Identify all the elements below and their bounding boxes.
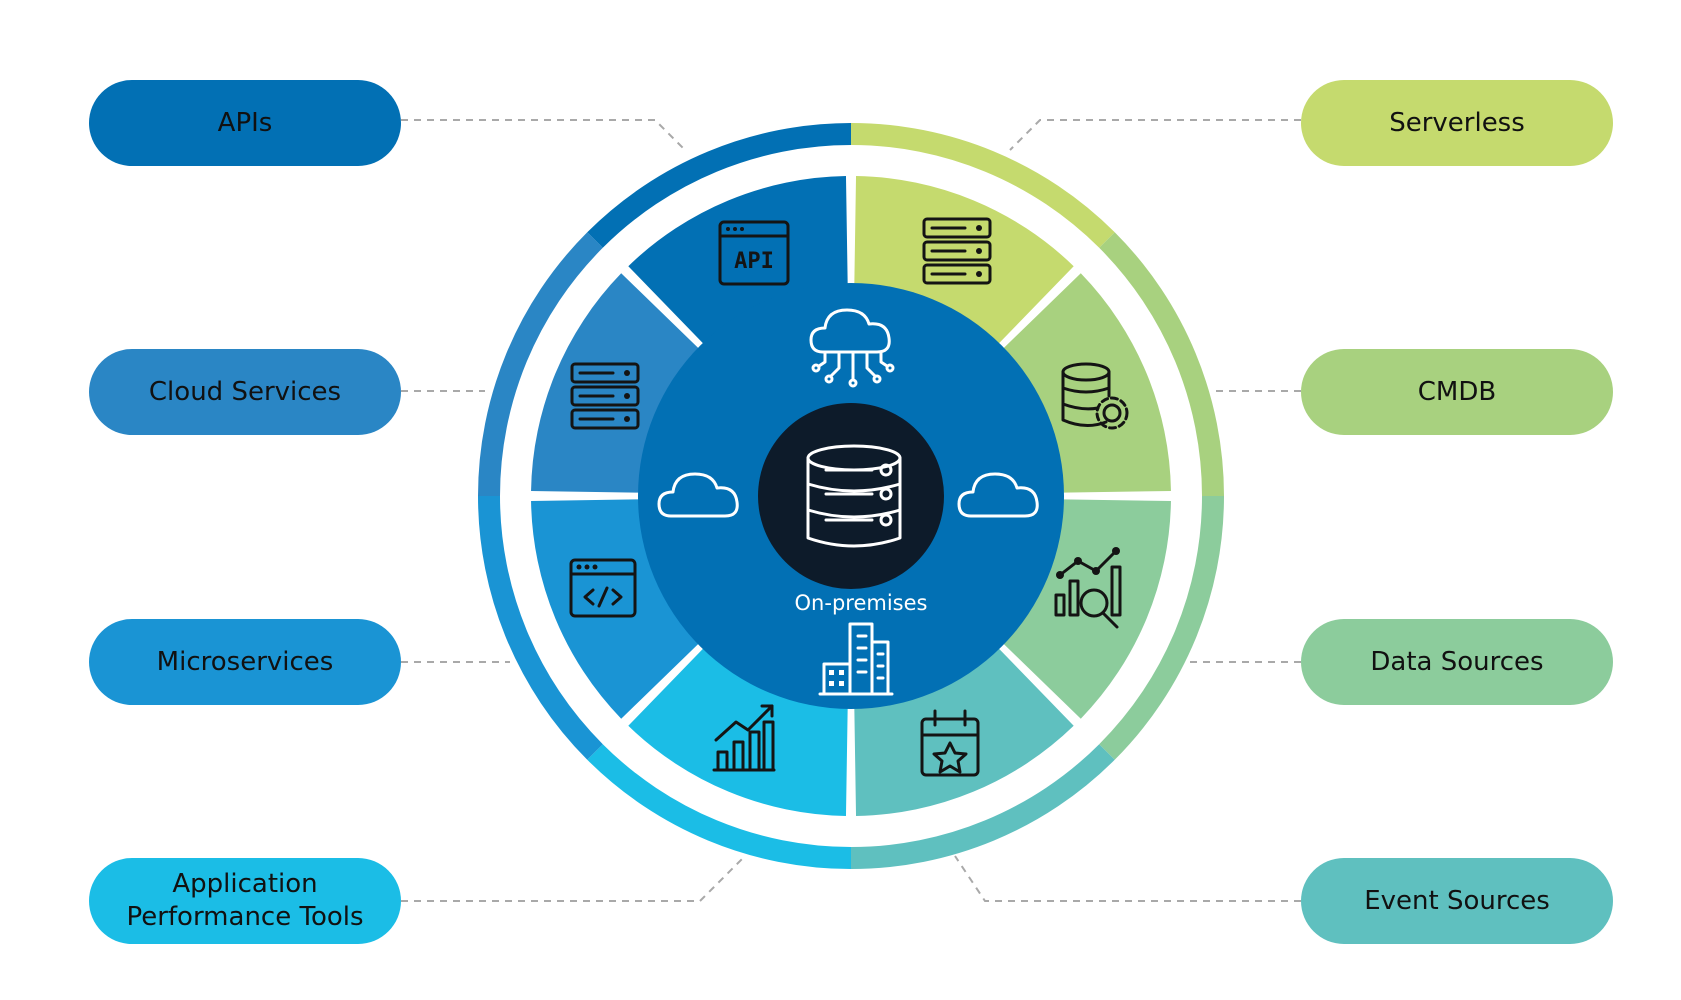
- pill-cmdb-label: CMDB: [1417, 376, 1497, 407]
- connectors: [401, 119, 1301, 902]
- pill-application-performance-tools-label: Application Performance Tools: [126, 869, 364, 932]
- api-icon: API: [718, 220, 790, 286]
- pill-cloud-services-label: Cloud Services: [148, 376, 342, 407]
- outer-arc-cmdb: [1099, 232, 1224, 496]
- connector-apis: [401, 119, 686, 151]
- server-rack-icon: [570, 362, 640, 430]
- calendar-star-icon: [920, 709, 980, 777]
- growth-chart-icon: [712, 704, 776, 772]
- outer-arc-data-sources: [1099, 496, 1224, 760]
- cloud-icon: [657, 472, 739, 518]
- outer-arc-microservices: [478, 496, 603, 760]
- pill-event-sources[interactable]: Event Sources: [1301, 858, 1613, 944]
- outer-arc-application-performance-tools: [587, 744, 851, 870]
- cloud-icon: [957, 472, 1039, 518]
- segment-cmdb: [1003, 273, 1171, 493]
- segment-microservices: [531, 499, 699, 719]
- connector-application-performance-tools: [401, 855, 746, 902]
- outer-arc-apis: [587, 122, 851, 248]
- center-label: On-premises: [795, 591, 928, 615]
- connector-serverless: [1009, 119, 1301, 151]
- pill-cloud-services[interactable]: Cloud Services: [89, 349, 401, 435]
- server-stack-icon: [922, 217, 992, 285]
- segment-apis: [628, 176, 848, 344]
- outer-arc-event-sources: [851, 744, 1115, 870]
- database-gear-icon: [1061, 362, 1129, 430]
- analytics-search-icon: [1054, 547, 1122, 629]
- pill-event-sources-label: Event Sources: [1364, 885, 1550, 916]
- pill-data-sources-label: Data Sources: [1370, 646, 1544, 677]
- api-icon-text: API: [734, 249, 774, 274]
- code-window-icon: [569, 558, 637, 618]
- pill-apis[interactable]: APIs: [89, 80, 401, 166]
- outer-ring: [478, 122, 1224, 870]
- pill-microservices-label: Microservices: [156, 646, 334, 677]
- pill-cmdb[interactable]: CMDB: [1301, 349, 1613, 435]
- pill-apis-label: APIs: [217, 107, 273, 138]
- pill-application-performance-tools[interactable]: Application Performance Tools: [89, 858, 401, 944]
- segment-event-sources: [854, 648, 1074, 816]
- buildings-icon: [818, 622, 894, 696]
- connector-event-sources: [954, 855, 1301, 902]
- outer-arc-cloud-services: [478, 232, 603, 496]
- segment-application-performance-tools: [628, 648, 848, 816]
- pill-serverless[interactable]: Serverless: [1301, 80, 1613, 166]
- cloud-network-icon: [809, 308, 895, 388]
- pill-serverless-label: Serverless: [1389, 107, 1525, 138]
- segment-data-sources: [1003, 499, 1171, 719]
- core-circle: [758, 403, 944, 589]
- pill-data-sources[interactable]: Data Sources: [1301, 619, 1613, 705]
- database-icon: [806, 444, 902, 548]
- outer-arc-serverless: [851, 123, 1115, 248]
- pill-microservices[interactable]: Microservices: [89, 619, 401, 705]
